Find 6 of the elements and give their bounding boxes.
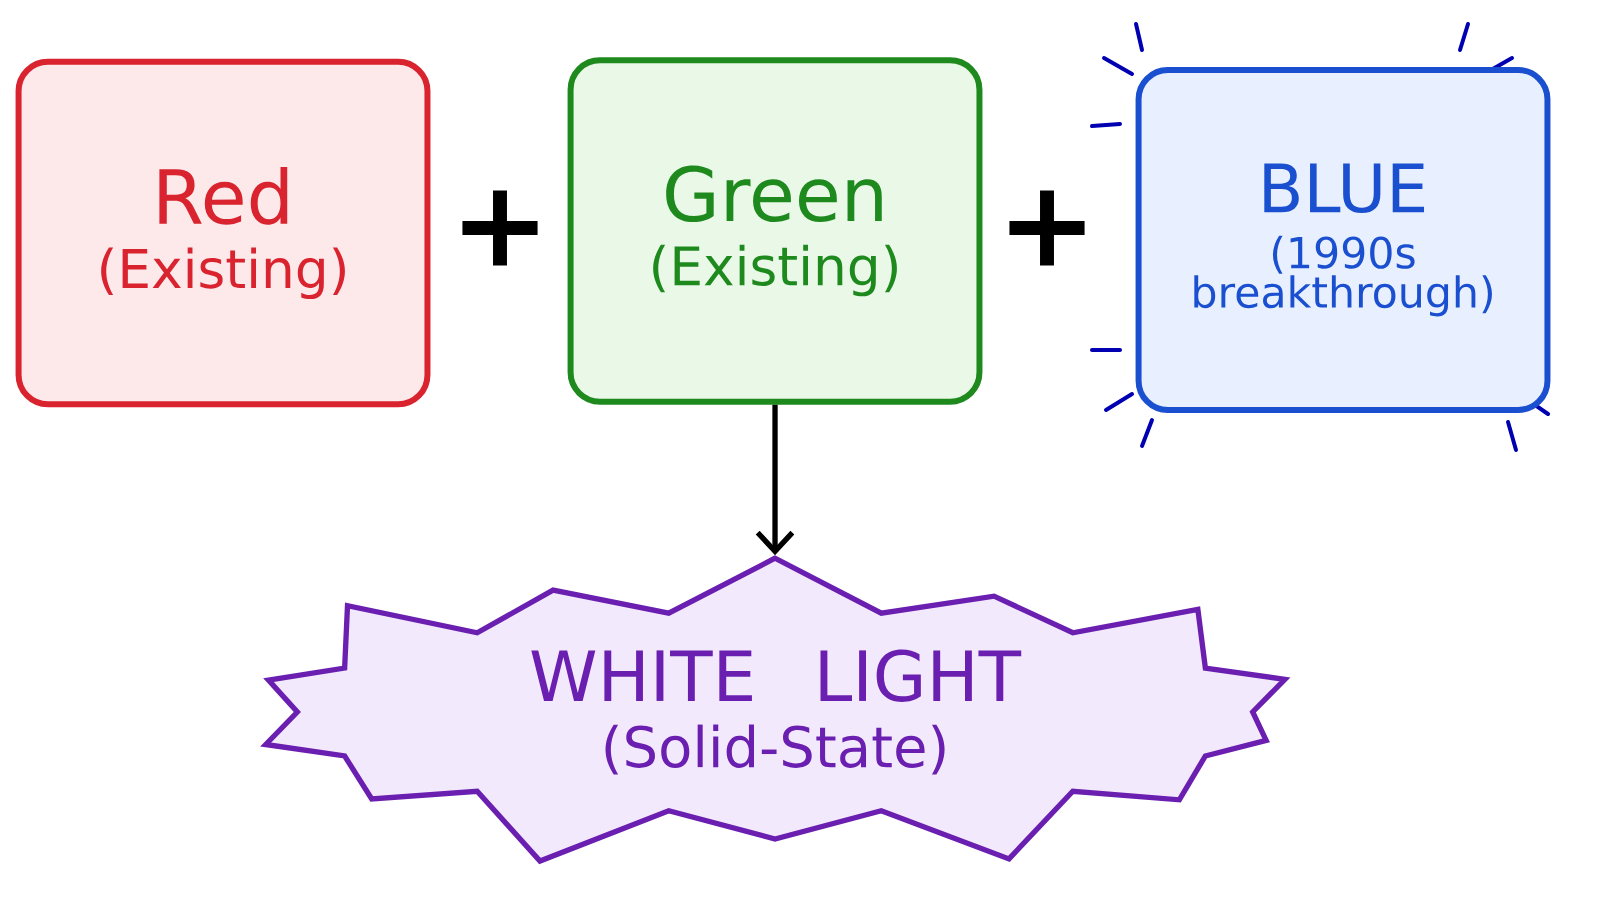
rounded-box: Green (Existing)	[567, 57, 983, 405]
arrow	[755, 404, 795, 556]
rounded-box: Red (Existing)	[15, 58, 431, 408]
plus-sign: +	[462, 190, 538, 266]
plus-sign: +	[1009, 190, 1085, 266]
rounded-box: BLUE (1990s breakthrough)	[1135, 67, 1551, 413]
